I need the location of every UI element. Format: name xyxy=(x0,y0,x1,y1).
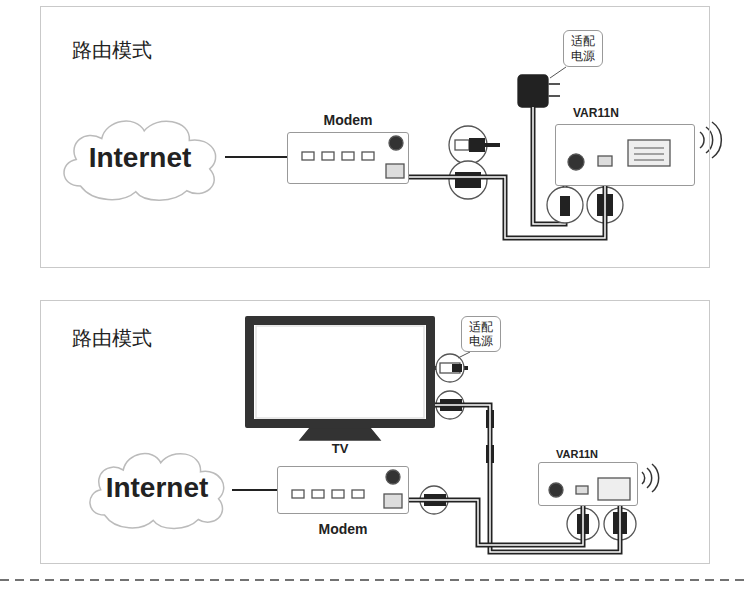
device-label: Modem xyxy=(319,521,368,538)
device-box: VAR11N xyxy=(538,448,638,506)
connector-group xyxy=(225,157,287,158)
mode-panel: 路由模式 适配电源 TV InternetModem VAR11N xyxy=(40,300,710,564)
cable-core xyxy=(435,405,620,552)
device-box: Modem xyxy=(287,112,409,184)
connector-group xyxy=(232,490,277,491)
tv-screen: TV xyxy=(245,316,435,460)
callout-text: 适配电源 xyxy=(571,34,595,63)
panel-title: 路由模式 xyxy=(72,325,152,352)
router-ports xyxy=(549,464,659,540)
modem-ports xyxy=(302,136,404,178)
connector-group xyxy=(409,500,583,545)
tv-bezel xyxy=(245,316,435,428)
cable-core xyxy=(409,177,605,238)
page-divider xyxy=(0,579,750,581)
callout-bubble: 适配电源 xyxy=(461,316,501,352)
cloud-label: Internet xyxy=(89,142,192,174)
device-box: VAR11N xyxy=(555,106,695,186)
connector-group xyxy=(409,177,605,238)
device-label: VAR11N xyxy=(556,448,598,461)
device-body xyxy=(555,124,695,186)
cable-core xyxy=(409,500,583,545)
device-label: TV xyxy=(332,441,349,456)
router-ports xyxy=(547,122,721,223)
cable xyxy=(435,405,620,552)
cable xyxy=(409,177,605,238)
device-body xyxy=(538,462,638,506)
network-line xyxy=(232,489,277,491)
plug-detail xyxy=(449,126,500,199)
device-body xyxy=(287,132,409,184)
mode-panel: 路由模式 Internet Modem 适配电源 VAR11N xyxy=(40,6,710,268)
panel-title: 路由模式 xyxy=(72,37,152,64)
cable xyxy=(409,500,583,545)
network-line xyxy=(225,156,287,158)
tv-set xyxy=(256,326,494,463)
device-body xyxy=(277,466,409,514)
cloud-label: Internet xyxy=(106,472,209,504)
callout-bubble: 适配电源 xyxy=(563,30,603,67)
device-box: Modem xyxy=(277,466,409,538)
internet-cloud: Internet xyxy=(55,110,225,205)
device-label: Modem xyxy=(324,112,373,129)
callout-text: 适配电源 xyxy=(469,320,493,349)
internet-cloud: Internet xyxy=(82,443,232,533)
device-label: VAR11N xyxy=(573,106,619,120)
connector-group xyxy=(435,405,620,552)
modem-ports xyxy=(292,470,448,514)
